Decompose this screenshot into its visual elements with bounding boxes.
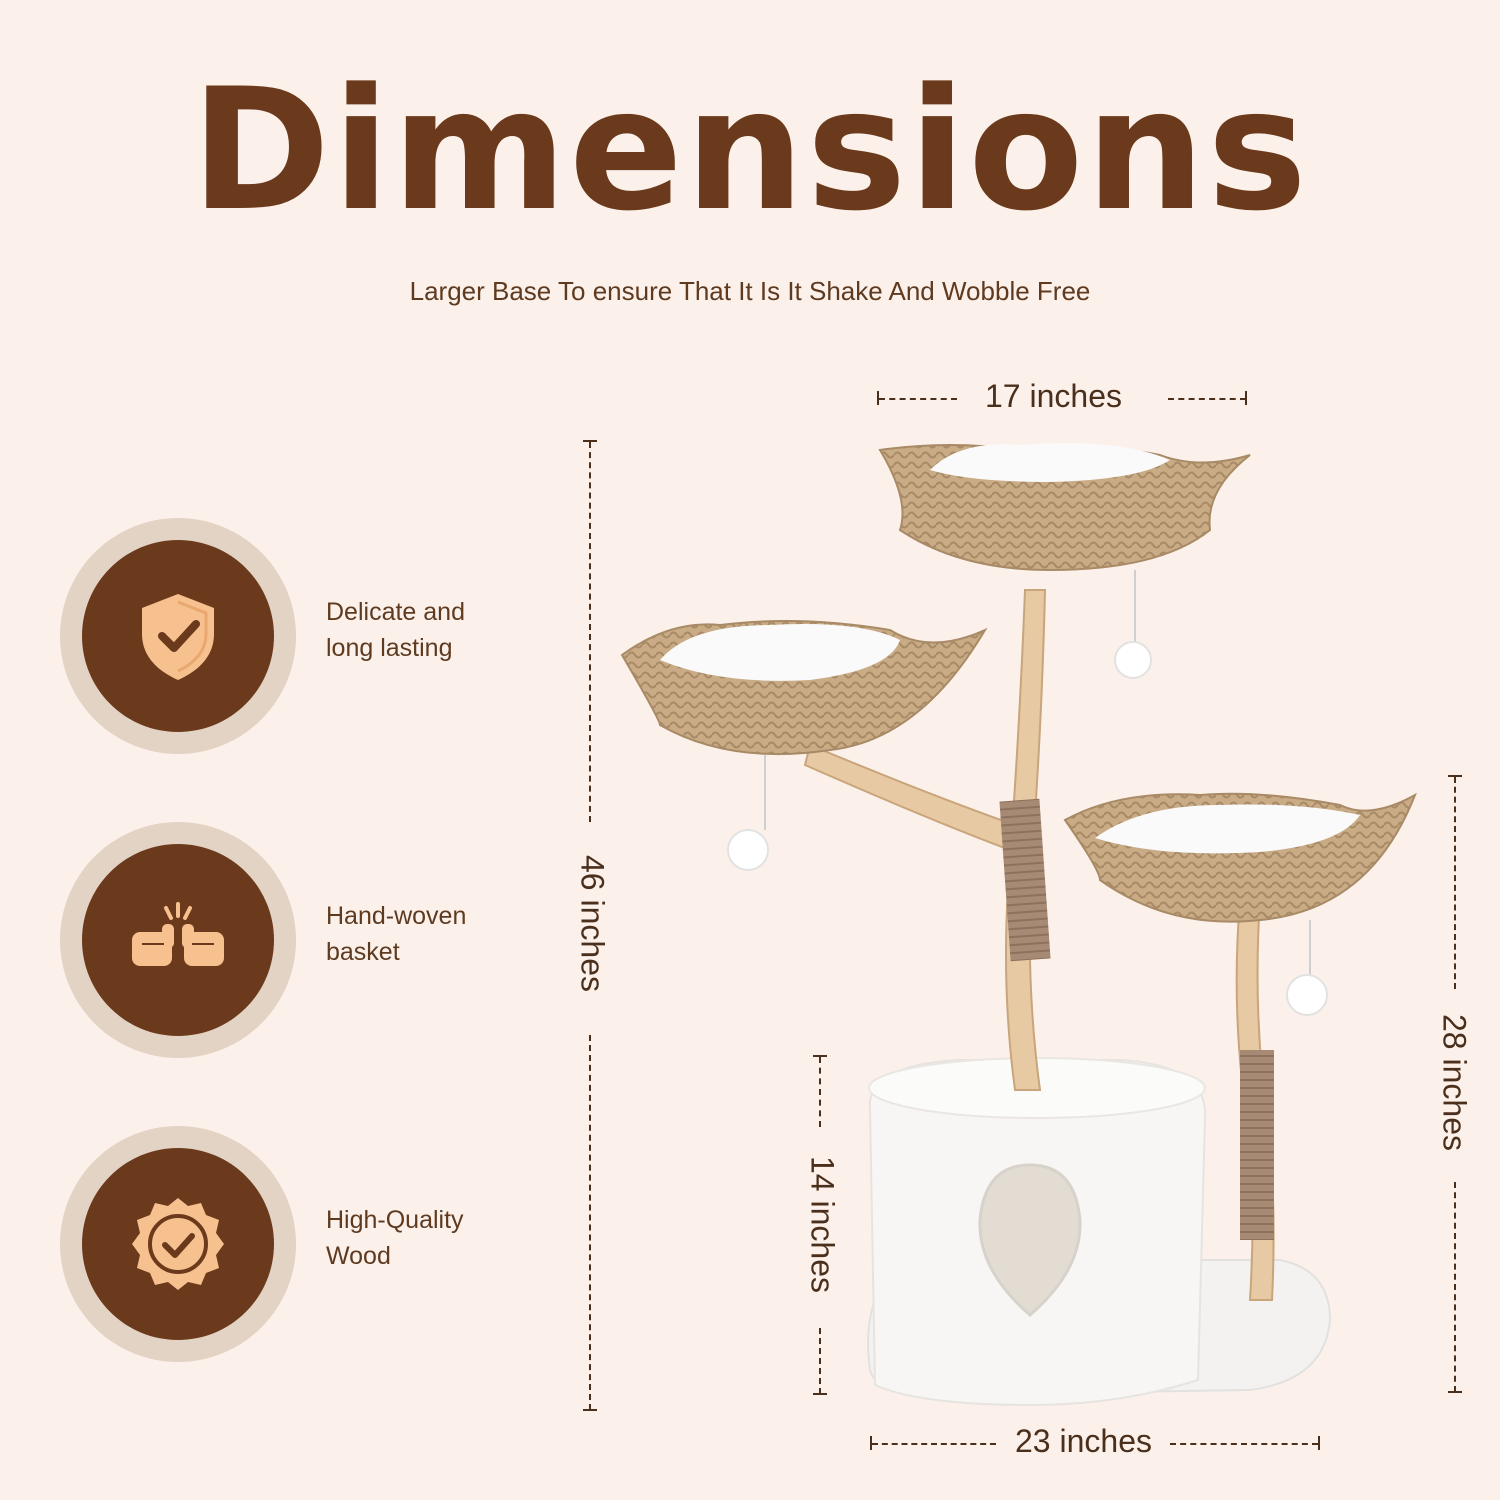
feature-icon-disc	[82, 844, 274, 1036]
dimension-tick	[1448, 775, 1462, 777]
dimension-tick	[813, 1055, 827, 1057]
condo-entrance	[978, 1163, 1082, 1317]
cushion	[930, 443, 1170, 482]
dimension-line	[819, 1057, 821, 1127]
feature-label: High-Quality Wood	[326, 1206, 464, 1270]
pompom-toy	[1114, 641, 1152, 679]
sisal-wrap	[999, 798, 1051, 962]
feature-durable: Delicate and long lasting	[60, 518, 540, 754]
dimension-tick	[870, 1436, 872, 1450]
cushion	[1095, 804, 1360, 854]
cushion	[660, 624, 900, 681]
dimension-tick	[1318, 1436, 1320, 1450]
shield-check-icon	[142, 594, 214, 680]
dimension-line	[1170, 1443, 1318, 1445]
side-height-label: 28 inches	[1436, 1014, 1473, 1151]
dimension-line	[1454, 777, 1456, 989]
base-width-label: 23 inches	[1015, 1423, 1152, 1459]
feature-label: Hand-woven basket	[326, 902, 467, 966]
dimension-tick	[583, 1409, 597, 1411]
dimension-line	[1454, 1182, 1456, 1392]
feature-handwoven: Hand-woven basket	[60, 822, 540, 1058]
feature-label: Delicate and long lasting	[326, 598, 465, 662]
pompom-toy	[727, 829, 769, 871]
dimension-line	[872, 1443, 996, 1445]
left-branch	[803, 743, 1017, 852]
dimension-tick	[1245, 391, 1247, 405]
dimension-line	[879, 398, 957, 400]
dimension-tick	[1448, 1391, 1462, 1393]
page-subtitle: Larger Base To ensure That It Is It Shak…	[409, 276, 1091, 306]
dimension-tick	[813, 1393, 827, 1395]
dimension-line	[819, 1328, 821, 1394]
top-width-label: 17 inches	[985, 378, 1122, 414]
pompom-toy	[1286, 974, 1328, 1016]
page-title: Dimensions	[190, 52, 1310, 248]
dimension-line	[589, 1035, 591, 1410]
dimension-tick	[583, 440, 597, 442]
quality-badge-icon	[132, 1198, 224, 1290]
dimension-line	[589, 442, 591, 822]
feature-icon-disc	[82, 1148, 274, 1340]
cat-tree-image	[620, 443, 1417, 1407]
feature-wood: High-Quality Wood	[60, 1126, 540, 1362]
fist-bump-icon	[132, 902, 224, 966]
dimension-tick	[877, 391, 879, 405]
dimension-line	[1168, 398, 1246, 400]
feature-icon-disc	[82, 540, 274, 732]
sisal-wrap	[1240, 1050, 1274, 1240]
